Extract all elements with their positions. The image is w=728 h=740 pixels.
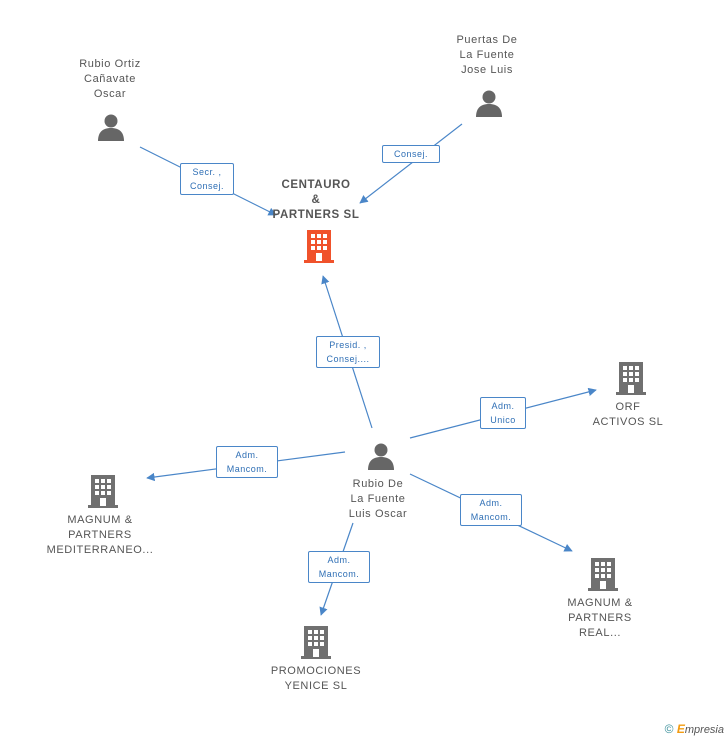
- edge-puertas-centauro: [359, 123, 463, 204]
- edge-label-rubio-fuente-magnum-real[interactable]: Adm. Mancom.: [460, 494, 522, 526]
- edge-label-puertas-centauro[interactable]: Consej.: [382, 145, 440, 163]
- person-icon[interactable]: [366, 441, 396, 471]
- building-icon[interactable]: [615, 360, 647, 396]
- footer-brand: © Empresia: [665, 722, 724, 736]
- building-icon[interactable]: [303, 228, 335, 264]
- node-label-magnum-real[interactable]: MAGNUM & PARTNERS REAL...: [567, 597, 633, 639]
- person-icon[interactable]: [474, 88, 504, 118]
- node-label-promociones[interactable]: PROMOCIONES YENICE SL: [270, 665, 362, 692]
- node-label-rubio-ortiz[interactable]: Rubio Ortiz Cañavate Oscar: [79, 58, 141, 100]
- brand-logo-e: E: [676, 722, 685, 736]
- edge-label-rubio-fuente-magnum-med[interactable]: Adm. Mancom.: [216, 446, 278, 478]
- node-label-orf[interactable]: ORF ACTIVOS SL: [592, 401, 664, 428]
- building-icon[interactable]: [300, 624, 332, 660]
- building-icon[interactable]: [87, 473, 119, 509]
- brand-name: mpresia: [684, 724, 724, 736]
- building-icon[interactable]: [587, 556, 619, 592]
- node-label-magnum-med[interactable]: MAGNUM & PARTNERS MEDITERRANEO...: [46, 514, 154, 556]
- edge-label-rubio-ortiz-centauro[interactable]: Secr. , Consej.: [180, 163, 234, 195]
- edge-label-rubio-fuente-centauro[interactable]: Presid. , Consej....: [316, 336, 380, 368]
- node-label-puertas[interactable]: Puertas De La Fuente Jose Luis: [456, 34, 518, 76]
- node-label-rubio-fuente[interactable]: Rubio De La Fuente Luis Oscar: [348, 478, 408, 520]
- edge-label-rubio-fuente-orf[interactable]: Adm. Unico: [480, 397, 526, 429]
- person-icon[interactable]: [96, 112, 126, 142]
- node-label-centauro[interactable]: CENTAURO & PARTNERS SL: [272, 179, 360, 221]
- copyright-symbol: ©: [664, 722, 674, 736]
- edge-label-rubio-fuente-promociones[interactable]: Adm. Mancom.: [308, 551, 370, 583]
